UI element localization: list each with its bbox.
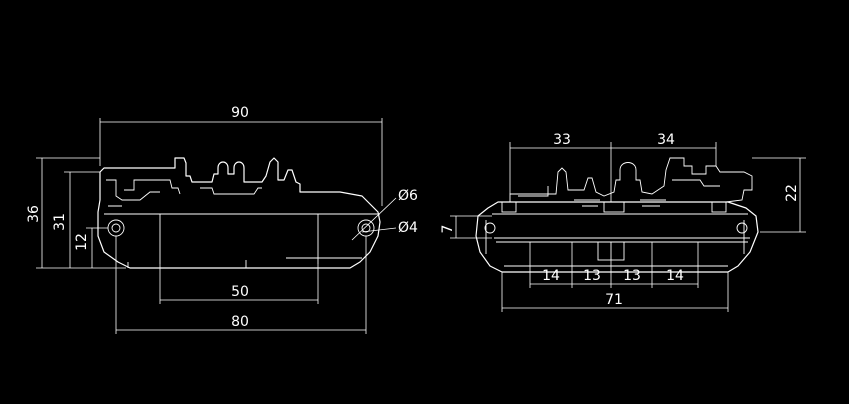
left-hole-right (357, 219, 375, 237)
left-hole-right-inner (361, 223, 371, 233)
dim-label-31: 31 (52, 213, 68, 231)
dim-label-phi4: Ø4 (398, 220, 418, 236)
dim-label-pitch-1: 14 (542, 268, 560, 284)
right-clip-right (711, 201, 727, 213)
left-view: 90 36 31 12 50 80 Ø6 Ø4 (26, 105, 418, 334)
leader-phi6 (351, 197, 397, 241)
left-hole-left-inner (111, 223, 121, 233)
dim-label-22: 22 (784, 184, 800, 202)
right-clip-left (501, 201, 517, 213)
dim-label-pitch-3: 13 (623, 268, 641, 284)
right-view: 33 34 22 7 14 13 13 14 71 (440, 132, 806, 312)
dim-label-71: 71 (605, 292, 623, 308)
right-rail-detail (518, 179, 720, 207)
dim-label-50: 50 (231, 284, 249, 300)
dim-label-phi6: Ø6 (398, 188, 418, 204)
left-profile-outline (97, 157, 381, 269)
right-clip-center (603, 201, 625, 213)
right-rail-top (509, 157, 753, 203)
right-profile-inner (485, 213, 750, 267)
right-profile-outline (475, 201, 759, 273)
dim-label-pitch-2: 13 (583, 268, 601, 284)
dim-label-12: 12 (74, 233, 90, 251)
left-hole-left (107, 219, 125, 237)
dim-label-7: 7 (440, 225, 456, 234)
dim-label-90: 90 (231, 105, 249, 121)
dim-label-33: 33 (553, 132, 571, 148)
dim-label-pitch-4: 14 (666, 268, 684, 284)
leader-phi4 (361, 227, 397, 233)
dim-label-36: 36 (26, 205, 42, 223)
dim-label-80: 80 (231, 314, 249, 330)
right-hole-right (736, 222, 748, 234)
right-hole-left (484, 222, 496, 234)
left-profile-inner (104, 179, 380, 268)
dim-label-34: 34 (657, 132, 675, 148)
